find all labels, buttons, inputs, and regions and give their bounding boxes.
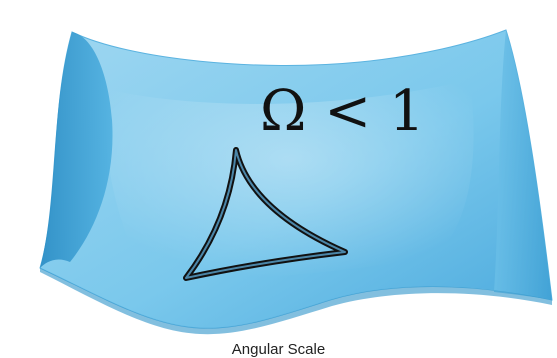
omega-less-than-one-label: Ω < 1 [260,84,425,140]
caption: Angular Scale [0,341,557,358]
